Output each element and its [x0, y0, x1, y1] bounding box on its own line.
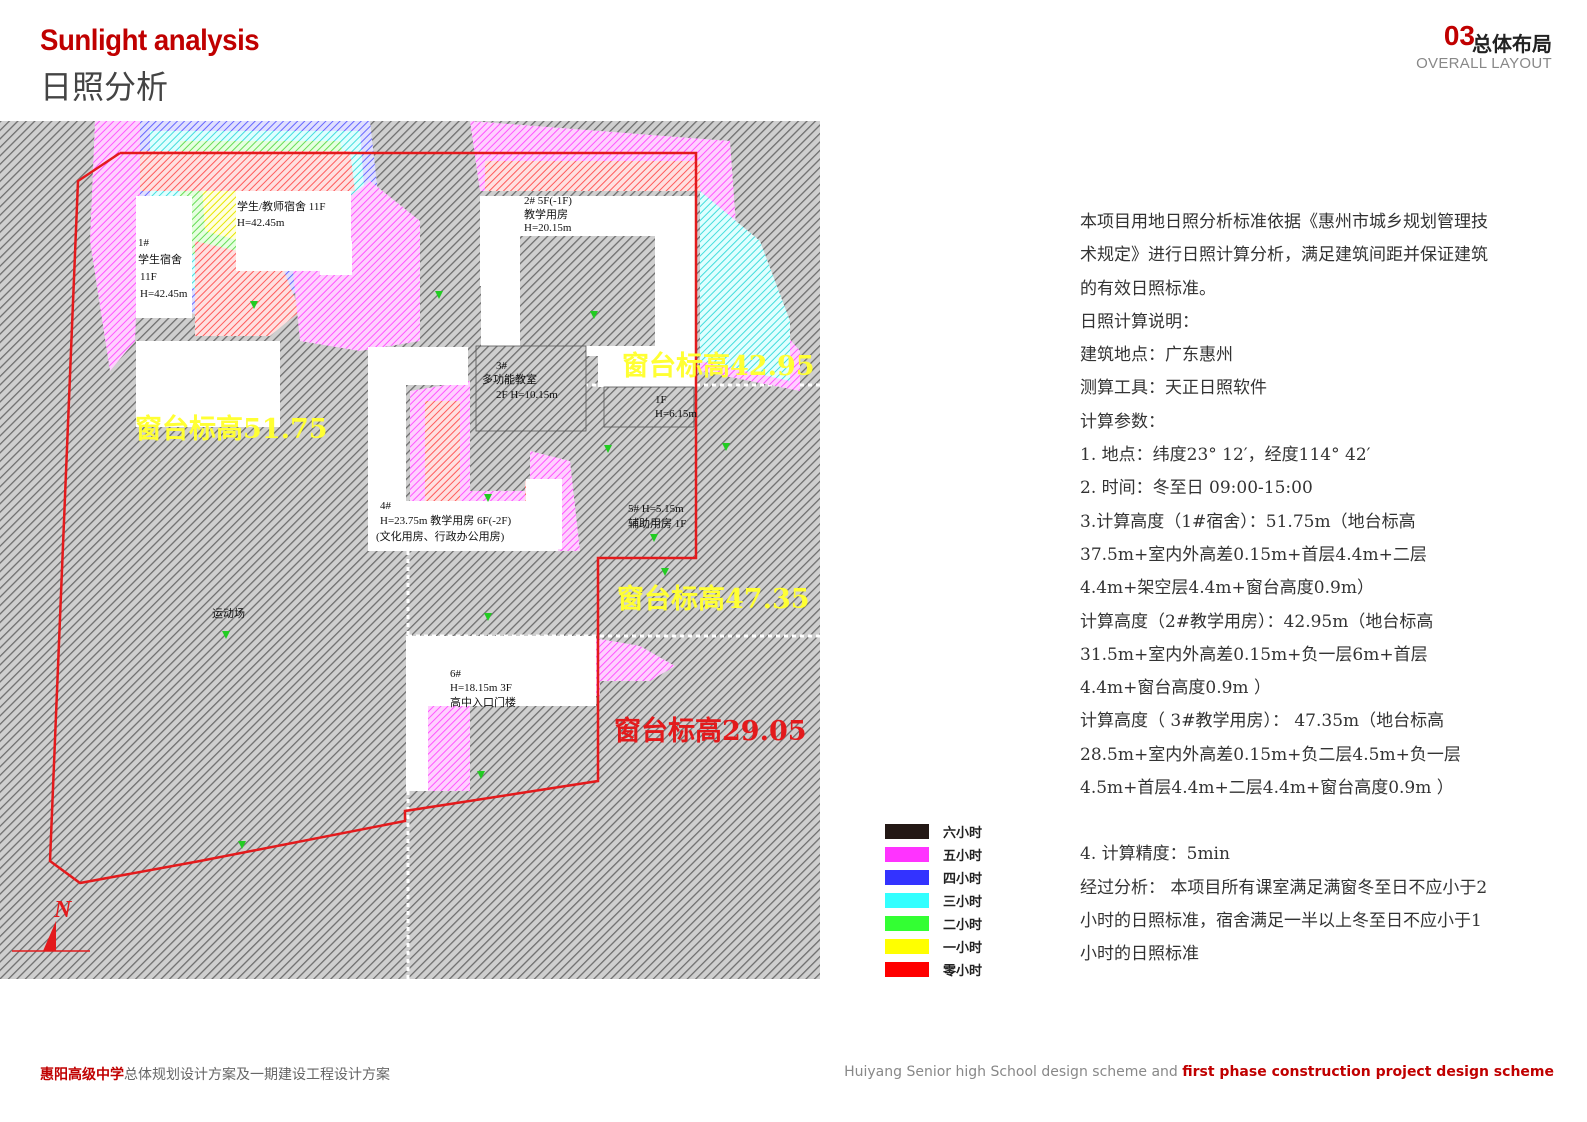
- building-label: 高中入口门楼: [450, 695, 516, 709]
- section-number: 03: [1443, 20, 1475, 51]
- building-label: 学生宿舍: [138, 252, 182, 266]
- building-label: 3#: [496, 360, 508, 372]
- window-height-label: 窗台标高42.95: [622, 350, 815, 382]
- building-label: 教学用房: [524, 207, 568, 221]
- description-paragraph: 3.计算高度（1#宿舍）：51.75m（地台标高37.5m+室内外高差0.15m…: [1080, 511, 1427, 599]
- building-label: 4#: [380, 500, 392, 512]
- site-boundary: [48, 151, 698, 885]
- building-label: H=18.15m 3F: [450, 682, 512, 694]
- sunlight-site-plan: 1# 学生宿舍 11F H=42.45m 学生/教师宿舍 11F H=42.45…: [0, 121, 820, 979]
- description-paragraph: 计算高度（ 3#教学用房）： 47.35m（地台标高28.5m+室内外高差0.1…: [1080, 711, 1461, 799]
- building-label: 5# H=5.15m: [628, 503, 684, 515]
- description-paragraph: 2. 时间：冬至日 09:00-15:00: [1080, 478, 1313, 499]
- legend-label: 六小时: [943, 826, 983, 841]
- description-paragraph: 日照计算说明：: [1080, 311, 1199, 332]
- building-label: 多功能教室: [482, 372, 537, 386]
- legend-label: 一小时: [943, 941, 983, 956]
- legend-item: 一小时: [885, 935, 982, 958]
- building-label: H=23.75m 教学用房 6F(-2F): [380, 513, 512, 527]
- footer-project-name-en: Huiyang Senior high School design scheme…: [844, 1064, 1554, 1080]
- legend-item: 五小时: [885, 843, 982, 866]
- window-height-label: 窗台标高29.05: [614, 715, 807, 747]
- legend-label: 二小时: [943, 918, 983, 933]
- section-title-en: OVERALL LAYOUT: [1416, 55, 1552, 72]
- legend-swatch: [885, 893, 929, 908]
- description-paragraph: 4. 计算精度：5min: [1080, 844, 1230, 865]
- building-label: 11F: [140, 271, 157, 283]
- building-label: 1#: [138, 237, 150, 249]
- legend-label: 三小时: [943, 895, 983, 910]
- building-label: H=42.45m: [140, 288, 188, 300]
- legend-swatch: [885, 824, 929, 839]
- building-label: (文化用房、行政办公用房): [376, 529, 505, 543]
- building-label: H=6.15m: [655, 408, 697, 420]
- legend-swatch: [885, 870, 929, 885]
- legend-swatch: [885, 916, 929, 931]
- building-label: 6#: [450, 668, 462, 680]
- analysis-description: 本项目用地日照分析标准依据《惠州市城乡规划管理技术规定》进行日照计算分析，满足建…: [1080, 206, 1500, 972]
- page-title-cn: 日照分析: [40, 68, 169, 106]
- legend-item: 二小时: [885, 912, 982, 935]
- field-label: 运动场: [212, 606, 245, 620]
- section-title-cn: 总体布局: [1472, 34, 1552, 56]
- building-courtyard: [520, 236, 655, 346]
- building-label: 辅助用房 1F: [628, 516, 686, 530]
- legend-swatch: [885, 847, 929, 862]
- measurement-points: [222, 291, 730, 849]
- building-label: H=42.45m: [237, 217, 285, 229]
- legend-label: 五小时: [943, 849, 983, 864]
- footer-project-name: 惠阳高级中学总体规划设计方案及一期建设工程设计方案: [40, 1064, 390, 1084]
- description-paragraph: 1. 地点：纬度23° 12′，经度114° 42′: [1080, 445, 1371, 466]
- footer-en-accent: first phase construction project design …: [1182, 1064, 1554, 1080]
- window-height-label: 窗台标高51.75: [135, 413, 328, 445]
- sunlight-hours-legend: 六小时 五小时 四小时 三小时 二小时 一小时 零小时: [885, 820, 982, 981]
- north-label: N: [53, 897, 73, 923]
- legend-item: 三小时: [885, 889, 982, 912]
- description-paragraph: 经过分析： 本项目所有课室满足满窗冬至日不应小于2 小时的日照标准，宿舍满足一半…: [1080, 877, 1488, 965]
- building-label: 1F: [655, 394, 667, 406]
- footer-project-title: 总体规划设计方案及一期建设工程设计方案: [124, 1067, 390, 1083]
- legend-swatch: [885, 939, 929, 954]
- legend-swatch: [885, 962, 929, 977]
- building-courtyard: [603, 386, 695, 428]
- description-paragraph: 建筑地点：广东惠州: [1080, 345, 1233, 366]
- legend-label: 零小时: [943, 964, 983, 979]
- building-courtyard: [475, 345, 587, 432]
- legend-item: 四小时: [885, 866, 982, 889]
- legend-item: 零小时: [885, 958, 982, 981]
- footer-school-name: 惠阳高级中学: [40, 1067, 124, 1083]
- building-label: H=20.15m: [524, 222, 572, 234]
- description-paragraph: 测算工具：天正日照软件: [1080, 378, 1267, 399]
- legend-item: 六小时: [885, 820, 982, 843]
- description-paragraph: 计算参数：: [1080, 411, 1165, 432]
- building-label: 2F H=10.15m: [496, 389, 558, 401]
- window-height-label: 窗台标高47.35: [617, 583, 810, 615]
- footer-en-plain: Huiyang Senior high School design scheme…: [844, 1064, 1183, 1080]
- legend-label: 四小时: [943, 872, 983, 887]
- page-title-en: Sunlight analysis: [40, 24, 260, 57]
- north-arrow-icon: [43, 921, 56, 951]
- building-footprints: [136, 191, 696, 791]
- description-paragraph: [1080, 805, 1500, 838]
- north-arrow: N: [12, 897, 90, 952]
- building-label: 2# 5F(-1F): [524, 195, 572, 207]
- description-paragraph: 计算高度（2#教学用房）：42.95m（地台标高31.5m+室内外高差0.15m…: [1080, 611, 1434, 699]
- description-paragraph: 本项目用地日照分析标准依据《惠州市城乡规划管理技术规定》进行日照计算分析，满足建…: [1080, 212, 1488, 299]
- building-label: 学生/教师宿舍 11F: [237, 199, 326, 213]
